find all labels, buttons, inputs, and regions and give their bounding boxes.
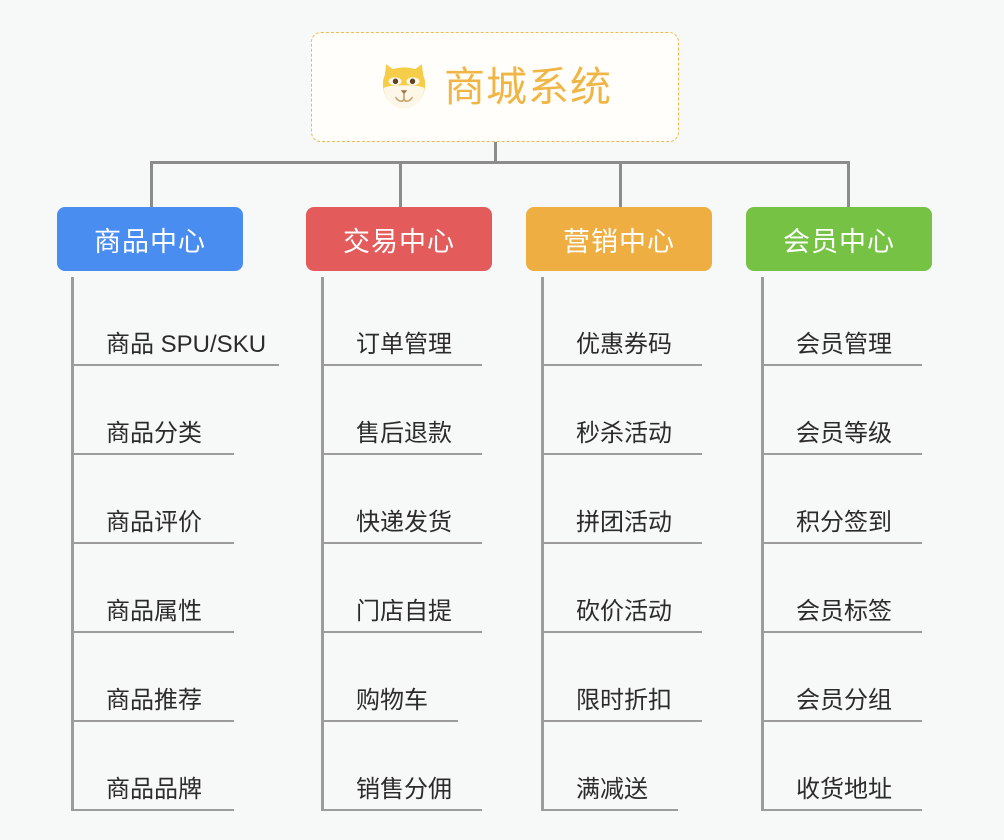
leaf-label: 限时折扣 bbox=[576, 687, 672, 714]
leaf-label: 会员管理 bbox=[796, 331, 892, 358]
leaf-stem bbox=[71, 277, 74, 811]
leaf-label: 销售分佣 bbox=[356, 776, 452, 803]
leaf-item[interactable]: 商品分类 bbox=[74, 366, 234, 455]
leaf-item[interactable]: 订单管理 bbox=[324, 277, 482, 366]
connector-root-trunk bbox=[494, 142, 497, 164]
category-label: 会员中心 bbox=[783, 226, 895, 257]
leaf-stem bbox=[541, 277, 544, 811]
leaf-item[interactable]: 会员等级 bbox=[764, 366, 922, 455]
category-label: 商品中心 bbox=[94, 226, 206, 257]
leaf-label: 商品评价 bbox=[106, 509, 202, 536]
category-box-trade-center[interactable]: 交易中心 bbox=[306, 207, 492, 271]
leaf-label: 拼团活动 bbox=[576, 509, 672, 536]
leaf-label: 门店自提 bbox=[356, 598, 452, 625]
leaf-underline bbox=[74, 631, 234, 633]
category-label: 交易中心 bbox=[343, 226, 455, 257]
leaf-underline bbox=[544, 720, 702, 722]
leaf-label: 收货地址 bbox=[796, 776, 892, 803]
leaf-item[interactable]: 门店自提 bbox=[324, 544, 482, 633]
leaf-stem bbox=[761, 277, 764, 811]
leaf-label: 秒杀活动 bbox=[576, 420, 672, 447]
leaf-underline bbox=[764, 364, 922, 366]
leaf-label: 订单管理 bbox=[356, 331, 452, 358]
leaf-underline bbox=[74, 453, 234, 455]
category-box-marketing-center[interactable]: 营销中心 bbox=[526, 207, 712, 271]
leaf-label: 商品分类 bbox=[106, 420, 202, 447]
leaf-label: 购物车 bbox=[356, 687, 428, 714]
leaf-underline bbox=[764, 542, 922, 544]
leaf-item[interactable]: 满减送 bbox=[544, 722, 678, 811]
leaf-stem bbox=[321, 277, 324, 811]
leaf-label: 优惠券码 bbox=[576, 331, 672, 358]
leaf-underline bbox=[544, 453, 702, 455]
leaf-underline bbox=[764, 809, 922, 811]
leaf-label: 砍价活动 bbox=[576, 598, 672, 625]
leaf-label: 商品品牌 bbox=[106, 776, 202, 803]
leaf-underline bbox=[324, 364, 482, 366]
leaf-underline bbox=[324, 631, 482, 633]
leaf-label: 商品属性 bbox=[106, 598, 202, 625]
leaf-item[interactable]: 拼团活动 bbox=[544, 455, 702, 544]
leaf-underline bbox=[324, 453, 482, 455]
leaf-underline bbox=[544, 364, 702, 366]
leaf-label: 满减送 bbox=[576, 776, 648, 803]
leaf-item[interactable]: 砍价活动 bbox=[544, 544, 702, 633]
connector-drop-4 bbox=[847, 161, 850, 207]
leaf-item[interactable]: 会员管理 bbox=[764, 277, 922, 366]
connector-drop-2 bbox=[399, 161, 402, 207]
leaf-label: 会员分组 bbox=[796, 687, 892, 714]
leaf-underline bbox=[324, 809, 482, 811]
shiba-dog-face-icon bbox=[382, 64, 426, 109]
category-box-product-center[interactable]: 商品中心 bbox=[57, 207, 243, 271]
connector-drop-3 bbox=[619, 161, 622, 207]
leaf-item[interactable]: 购物车 bbox=[324, 633, 458, 722]
leaf-underline bbox=[74, 542, 234, 544]
leaf-item[interactable]: 秒杀活动 bbox=[544, 366, 702, 455]
leaf-item[interactable]: 售后退款 bbox=[324, 366, 482, 455]
leaf-item[interactable]: 快递发货 bbox=[324, 455, 482, 544]
leaf-item[interactable]: 限时折扣 bbox=[544, 633, 702, 722]
leaf-item[interactable]: 优惠券码 bbox=[544, 277, 702, 366]
leaf-underline bbox=[324, 720, 458, 722]
leaf-underline bbox=[324, 542, 482, 544]
leaf-item[interactable]: 会员分组 bbox=[764, 633, 922, 722]
leaf-underline bbox=[544, 631, 702, 633]
leaf-underline bbox=[74, 809, 234, 811]
leaf-underline bbox=[764, 631, 922, 633]
category-box-member-center[interactable]: 会员中心 bbox=[746, 207, 932, 271]
leaf-label: 商品推荐 bbox=[106, 687, 202, 714]
connector-horizontal-bus bbox=[150, 161, 850, 164]
leaf-item[interactable]: 会员标签 bbox=[764, 544, 922, 633]
leaf-item[interactable]: 积分签到 bbox=[764, 455, 922, 544]
leaf-underline bbox=[764, 453, 922, 455]
leaf-label: 售后退款 bbox=[356, 420, 452, 447]
connector-drop-1 bbox=[150, 161, 153, 207]
leaf-underline bbox=[544, 809, 678, 811]
leaf-item[interactable]: 商品评价 bbox=[74, 455, 234, 544]
leaf-label: 快递发货 bbox=[356, 509, 452, 536]
leaf-item[interactable]: 商品 SPU/SKU bbox=[74, 277, 279, 366]
leaf-label: 商品 SPU/SKU bbox=[106, 331, 267, 358]
leaf-underline bbox=[74, 720, 234, 722]
leaf-label: 积分签到 bbox=[796, 509, 892, 536]
leaf-underline bbox=[764, 720, 922, 722]
leaf-label: 会员等级 bbox=[796, 420, 892, 447]
leaf-item[interactable]: 商品属性 bbox=[74, 544, 234, 633]
leaf-item[interactable]: 商品品牌 bbox=[74, 722, 234, 811]
root-node[interactable]: 商城系统 bbox=[311, 32, 679, 142]
leaf-item[interactable]: 销售分佣 bbox=[324, 722, 482, 811]
leaf-label: 会员标签 bbox=[796, 598, 892, 625]
root-title: 商城系统 bbox=[444, 63, 612, 110]
leaf-underline bbox=[74, 364, 279, 366]
leaf-item[interactable]: 收货地址 bbox=[764, 722, 922, 811]
category-label: 营销中心 bbox=[563, 226, 675, 257]
leaf-underline bbox=[544, 542, 702, 544]
leaf-item[interactable]: 商品推荐 bbox=[74, 633, 234, 722]
